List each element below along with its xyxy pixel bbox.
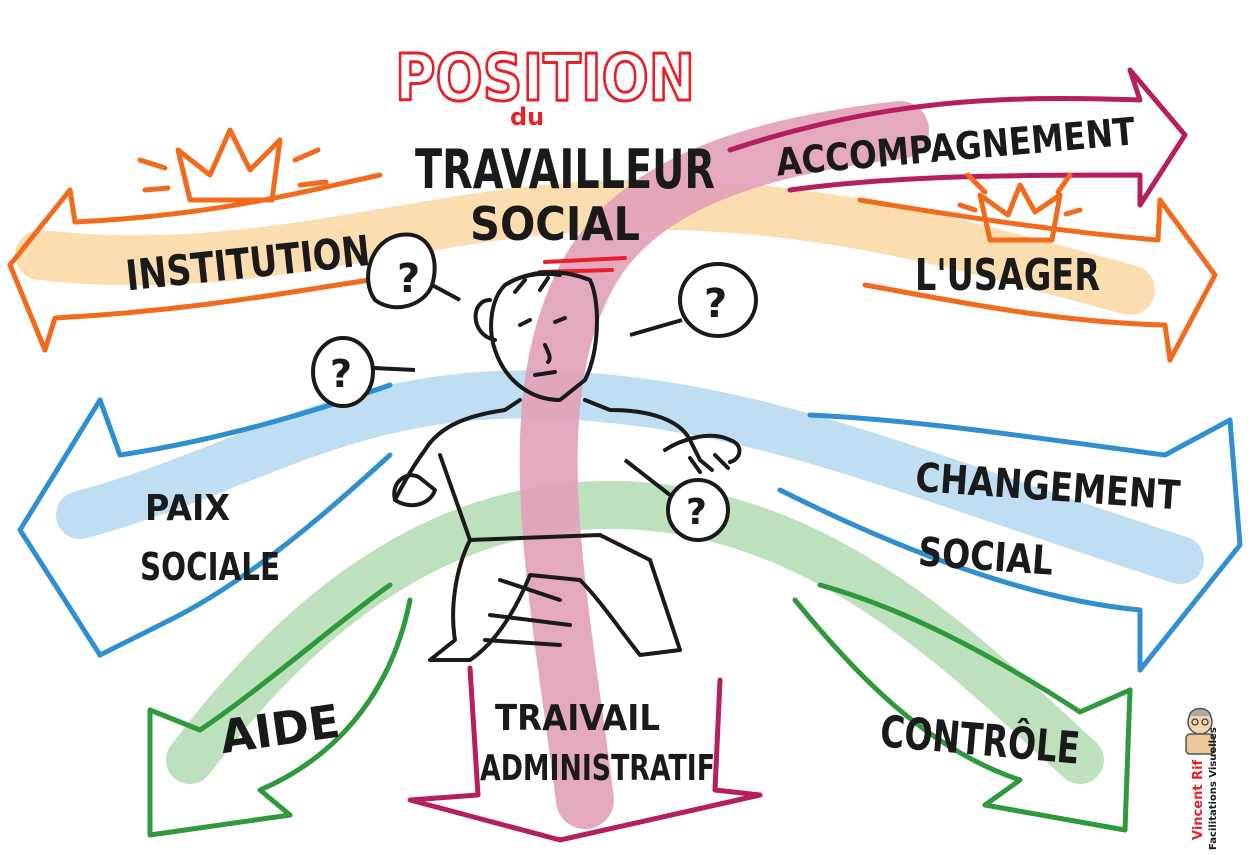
institution-usager-arrow <box>7 172 1218 363</box>
credit-subtitle: Facilitations Visuelles <box>1208 727 1219 850</box>
label-social: SOCIAL <box>917 529 1055 584</box>
credit: Vincent Rif Facilitations Visuelles <box>1185 707 1219 850</box>
pink-band <box>519 101 929 829</box>
question-mark: ? <box>704 281 727 327</box>
title-position: POSITION <box>395 42 695 116</box>
question-mark: ? <box>330 352 352 396</box>
title-travailleur: TRAVAILLEUR <box>415 138 715 201</box>
label-usager: L'USAGER <box>915 250 1100 301</box>
label-travail: TRAIVAIL <box>495 698 660 739</box>
question-bubble-icon: ? <box>623 458 730 542</box>
crown-icon <box>957 172 1083 243</box>
label-paix: PAIX <box>145 488 230 529</box>
question-mark: ? <box>686 492 707 533</box>
question-bubble-icon: ? <box>311 336 416 408</box>
title: POSITION du TRAVAILLEUR SOCIAL <box>394 41 715 274</box>
question-bubble-icon: ? <box>629 262 758 338</box>
question-bubble-icon: ? <box>366 232 461 310</box>
label-administratif: ADMINISTRATIF <box>480 748 715 789</box>
aide-controle-arrow <box>147 582 1133 838</box>
credit-name: Vincent Rif <box>1191 759 1206 840</box>
title-du: du <box>510 103 544 131</box>
green-band <box>166 480 1104 784</box>
caricature-avatar-icon <box>1185 707 1215 755</box>
travail-administratif-arrow <box>407 665 763 843</box>
question-mark: ? <box>397 256 420 302</box>
title-social: SOCIAL <box>470 197 640 251</box>
label-sociale: SOCIALE <box>140 545 280 589</box>
crown-icon <box>137 127 329 203</box>
accompagnement-arrow <box>727 67 1188 208</box>
person-figure-icon <box>392 270 742 662</box>
